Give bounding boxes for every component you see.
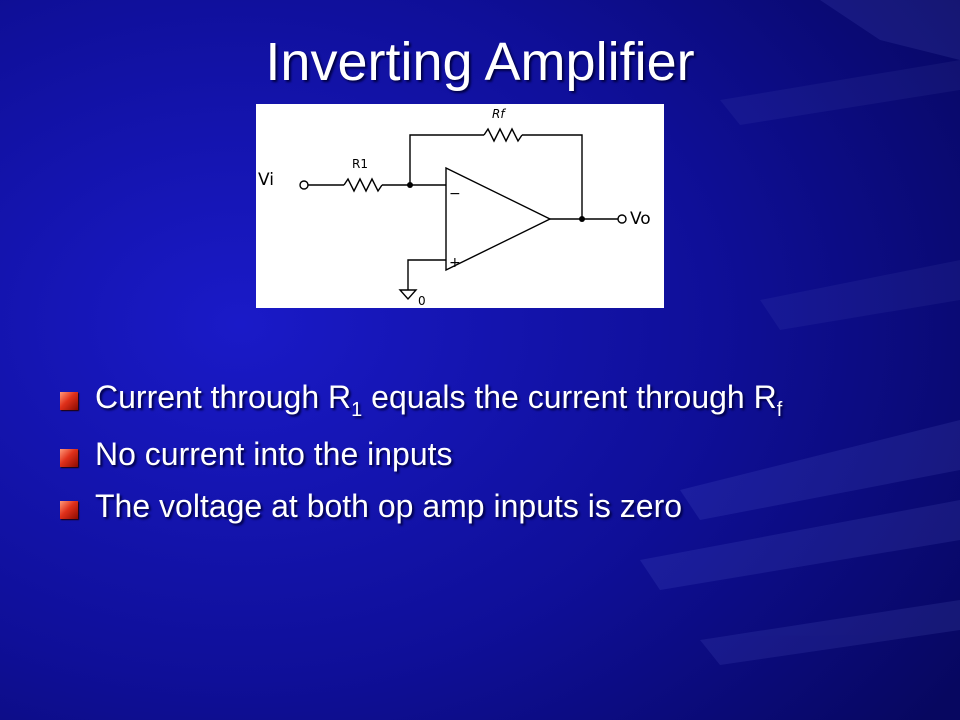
label-vo: Vo [630,209,651,229]
label-rf: Rf [492,107,506,121]
junction-dot [579,216,585,222]
ground-wire [407,259,446,290]
label-r1: R1 [352,157,368,171]
subscript-1: 1 [351,399,363,421]
bullet-item: No current into the inputs [58,435,938,473]
label-ground: 0 [418,294,426,308]
terminal-icon [617,214,627,224]
opamp-triangle-icon [445,166,552,272]
label-plus: + [449,255,461,271]
slide-title: Inverting Amplifier [265,32,695,92]
label-vi: Vi [258,170,274,190]
square-bullet-icon [60,449,78,467]
bullet-text: No current into the inputs [95,436,453,472]
square-bullet-icon [60,501,78,519]
resistor-icon [483,127,523,143]
bullet-list: Current through R1 equals the current th… [58,378,938,539]
junction-dot [407,182,413,188]
terminal-icon [299,180,309,190]
inverting-amplifier-schematic: Vi R1 Rf Vo 0 − + [256,104,664,308]
square-bullet-icon [60,392,78,410]
resistor-icon [343,177,383,193]
ground-icon [398,289,418,301]
bullet-text: Current through R1 equals the current th… [95,379,783,421]
label-minus: − [449,186,461,202]
bullet-text: The voltage at both op amp inputs is zer… [95,488,683,524]
bullet-item: The voltage at both op amp inputs is zer… [58,487,938,525]
bullet-item: Current through R1 equals the current th… [58,378,938,421]
subscript-f: f [776,399,783,421]
feedback-wire [409,134,484,185]
